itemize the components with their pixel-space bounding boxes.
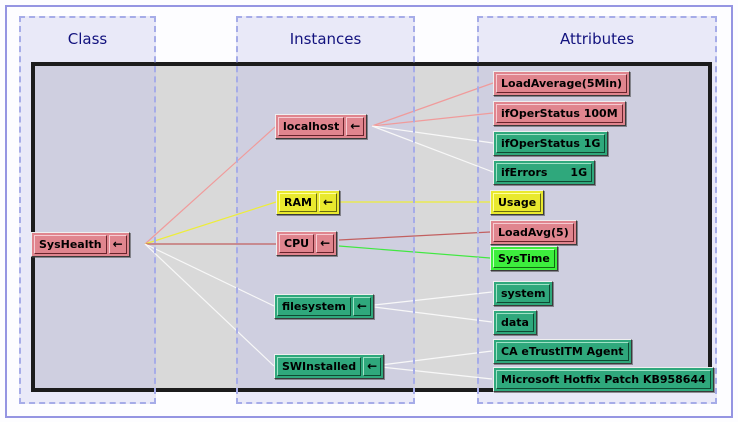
instance-node-swinstalled[interactable]: SWInstalled ← bbox=[274, 354, 385, 379]
attribute-node-data[interactable]: data bbox=[493, 310, 537, 335]
collapse-arrow-icon[interactable]: ← bbox=[318, 193, 337, 212]
node-label: data bbox=[496, 313, 534, 332]
node-label: RAM bbox=[279, 193, 317, 212]
attribute-node-systime[interactable]: SysTime bbox=[490, 246, 558, 271]
class-node-syshealth[interactable]: SysHealth ← bbox=[31, 232, 130, 257]
node-label: ifOperStatus 100M bbox=[496, 104, 623, 123]
collapse-arrow-icon[interactable]: ← bbox=[363, 357, 382, 376]
node-label: SysHealth bbox=[34, 235, 107, 254]
instance-node-ram[interactable]: RAM ← bbox=[276, 190, 340, 215]
collapse-arrow-icon[interactable]: ← bbox=[352, 297, 371, 316]
node-label: ifErrors 1G bbox=[496, 163, 593, 182]
collapse-arrow-icon[interactable]: ← bbox=[316, 234, 335, 253]
collapse-arrow-icon[interactable]: ← bbox=[108, 235, 127, 254]
window-frame bbox=[5, 5, 733, 418]
node-label: LoadAvg(5) bbox=[493, 223, 574, 242]
class-column-tint bbox=[35, 66, 156, 388]
node-label: Microsoft Hotfix Patch KB958644 bbox=[496, 370, 711, 389]
attribute-node-system[interactable]: system bbox=[493, 281, 554, 306]
column-header-attributes: Attributes bbox=[559, 30, 635, 48]
attribute-node-usage[interactable]: Usage bbox=[490, 190, 545, 215]
instance-node-cpu[interactable]: CPU ← bbox=[276, 231, 338, 256]
instance-node-localhost[interactable]: localhost ← bbox=[275, 114, 368, 139]
node-label: localhost bbox=[278, 117, 345, 136]
attribute-node-iferrors-1g[interactable]: ifErrors 1G bbox=[493, 160, 596, 185]
attribute-node-ifoperstatus-100m[interactable]: ifOperStatus 100M bbox=[493, 101, 626, 126]
node-label: system bbox=[496, 284, 551, 303]
node-label: LoadAverage(5Min) bbox=[496, 74, 628, 93]
node-label: SysTime bbox=[493, 249, 555, 268]
attribute-node-ca-etrustitm-agent[interactable]: CA eTrustITM Agent bbox=[493, 339, 632, 364]
attribute-node-microsoft-hotfix[interactable]: Microsoft Hotfix Patch KB958644 bbox=[493, 367, 714, 392]
node-label: filesystem bbox=[277, 297, 351, 316]
instance-node-filesystem[interactable]: filesystem ← bbox=[274, 294, 374, 319]
collapse-arrow-icon[interactable]: ← bbox=[346, 117, 365, 136]
node-label: CPU bbox=[279, 234, 315, 253]
attribute-node-ifoperstatus-1g[interactable]: ifOperStatus 1G bbox=[493, 131, 609, 156]
node-label: Usage bbox=[493, 193, 542, 212]
column-header-class: Class bbox=[67, 30, 108, 48]
attribute-node-loadavg5[interactable]: LoadAvg(5) bbox=[490, 220, 577, 245]
node-label: ifOperStatus 1G bbox=[496, 134, 606, 153]
column-header-instances: Instances bbox=[289, 30, 362, 48]
attribute-node-loadaverage5min[interactable]: LoadAverage(5Min) bbox=[493, 71, 631, 96]
node-label: CA eTrustITM Agent bbox=[496, 342, 629, 361]
node-label: SWInstalled bbox=[277, 357, 362, 376]
